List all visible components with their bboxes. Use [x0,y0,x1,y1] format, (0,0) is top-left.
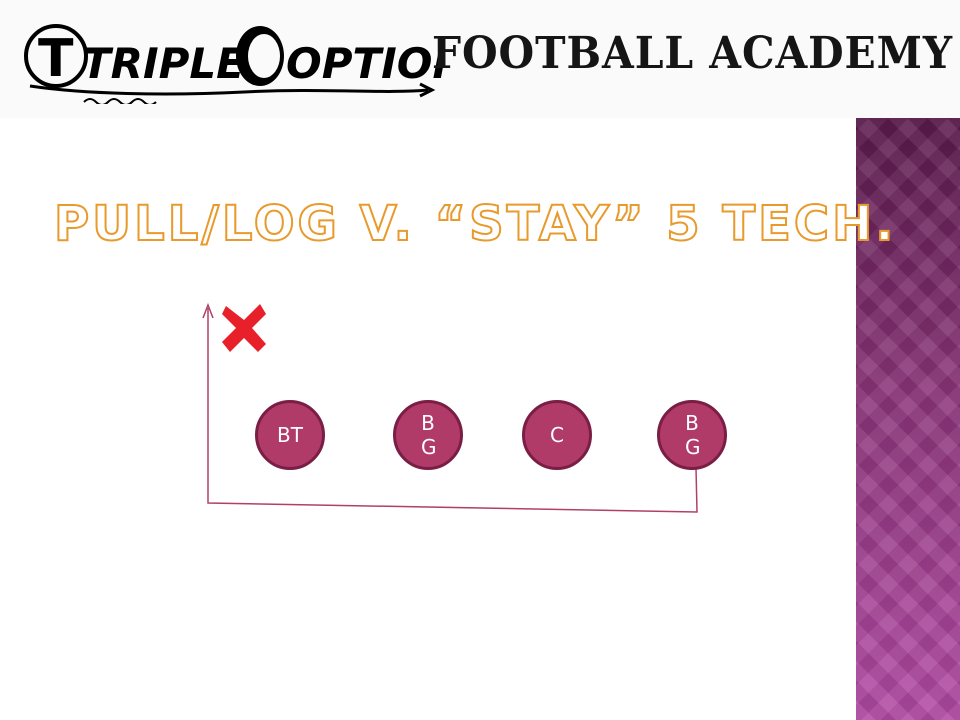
defender-x-icon [222,304,266,352]
player-label: BG [685,411,701,459]
decorative-side-strip [856,118,960,720]
logo-word-triple: TRIPLE [82,39,245,88]
slide-title: PULL/LOG V. “STAY” 5 TECH. [53,195,897,253]
logo-word-option: OPTION [286,39,444,88]
player-bt: BT [255,400,325,470]
logo-script-art: T TRIPLE OPTION [24,24,468,106]
player-label: BG [421,411,437,459]
logo-triple-option: T TRIPLE OPTION [24,12,468,106]
player-label: C [550,423,564,447]
logo-football-academy: FOOTBALL ACADEMY [432,28,954,79]
header-banner: T TRIPLE OPTION FOOTBALL ACADEMY [0,0,960,118]
svg-text:T: T [38,29,74,89]
player-bg-left: BG [393,400,463,470]
player-label: BT [277,423,303,447]
player-bg-right: BG [657,400,727,470]
route-arrowhead-icon [202,302,214,319]
player-c: C [522,400,592,470]
